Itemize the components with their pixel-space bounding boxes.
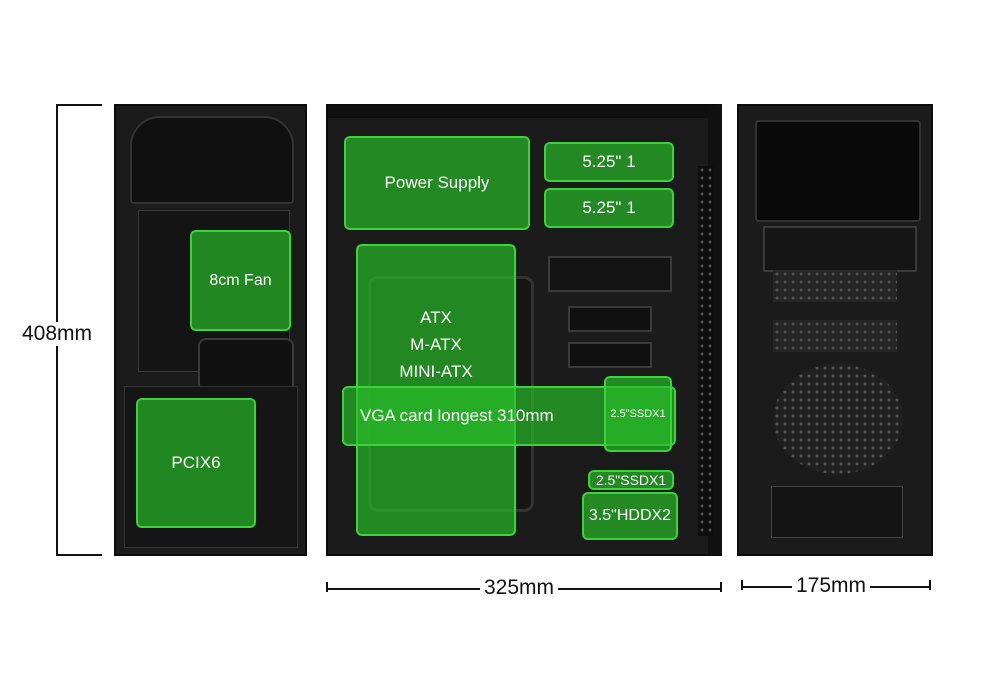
- depth-dimension-label: 325mm: [480, 576, 559, 600]
- height-tick-top: [56, 104, 102, 106]
- io-plate: [763, 226, 917, 272]
- width-tick-left: [741, 580, 743, 590]
- fan-zone: 8cm Fan: [190, 230, 291, 331]
- ssd-b-label: 2.5"SSDX1: [595, 472, 667, 488]
- ssd-a-label: 2.5"SSDX1: [610, 408, 666, 420]
- height-tick-bottom: [56, 554, 102, 556]
- board-mini-label: MINI-ATX: [399, 362, 473, 381]
- rear-fan-grill: [773, 364, 903, 474]
- board-matx-label: M-ATX: [410, 335, 462, 354]
- drive-slot: [568, 342, 652, 368]
- pci-slot-zone: PCIX6: [136, 398, 256, 528]
- drive-bay-525-a-label: 5.25" 1: [582, 152, 636, 171]
- hdd-zone: 3.5"HDDX2: [582, 492, 678, 540]
- width-dimension-label: 175mm: [792, 574, 871, 598]
- bracket: [198, 338, 294, 392]
- psu-opening: [755, 120, 921, 222]
- depth-tick-right: [720, 582, 722, 592]
- height-dimension-label: 408mm: [18, 322, 97, 346]
- depth-tick-left: [326, 582, 328, 592]
- case-rear-view: [737, 104, 933, 556]
- hdd-label: 3.5"HDDX2: [588, 507, 672, 524]
- drive-slot: [568, 306, 652, 332]
- psu-cutout: [130, 116, 294, 204]
- drive-bay-525-b-label: 5.25" 1: [582, 198, 636, 217]
- ssd-zone-a: 2.5"SSDX1: [604, 376, 672, 452]
- fan-label: 8cm Fan: [209, 271, 272, 289]
- vga-card-label: VGA card longest 310mm: [360, 406, 554, 425]
- rear-vent: [773, 270, 897, 302]
- pci-label: PCIX6: [171, 453, 221, 472]
- power-supply-label: Power Supply: [384, 173, 490, 192]
- drive-bay-525-b: 5.25" 1: [544, 188, 674, 228]
- top-bar: [328, 106, 708, 118]
- drive-bay-525-a: 5.25" 1: [544, 142, 674, 182]
- rear-vent: [773, 320, 897, 352]
- side-vents: [698, 166, 714, 536]
- width-tick-right: [929, 580, 931, 590]
- expansion-slots: [771, 486, 903, 538]
- drive-slot: [548, 256, 672, 292]
- board-atx-label: ATX: [420, 308, 452, 327]
- power-supply-zone: Power Supply: [344, 136, 530, 230]
- ssd-zone-b: 2.5"SSDX1: [588, 470, 674, 490]
